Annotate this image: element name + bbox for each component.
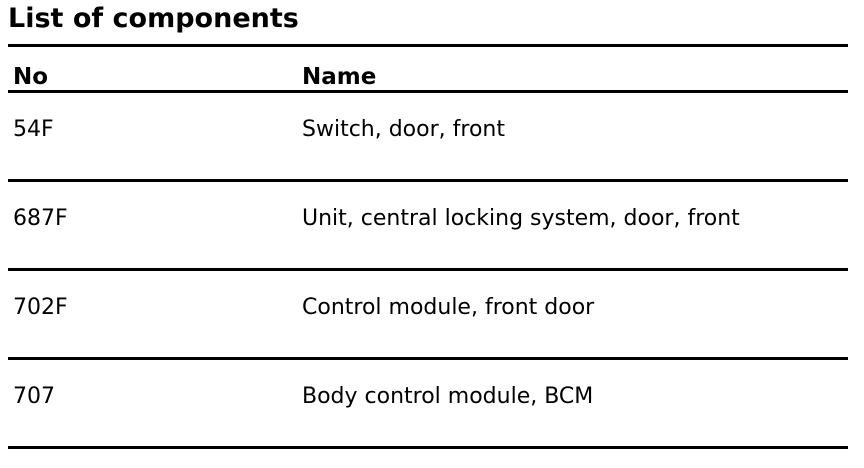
table-top-rule <box>8 44 848 47</box>
component-name: Control module, front door <box>302 295 595 320</box>
component-number: 687F <box>13 206 68 231</box>
row-divider <box>8 357 848 360</box>
page-title: List of components <box>8 3 299 34</box>
table-header-row: No Name <box>8 47 848 90</box>
column-header-name: Name <box>302 64 377 90</box>
component-name: Switch, door, front <box>302 117 505 142</box>
header-rule <box>8 90 848 93</box>
table-row: 702F Control module, front door <box>8 271 848 357</box>
table-row: 687F Unit, central locking system, door,… <box>8 182 848 268</box>
row-divider <box>8 179 848 182</box>
component-name: Body control module, BCM <box>302 384 594 409</box>
column-header-no: No <box>13 64 49 90</box>
component-number: 702F <box>13 295 68 320</box>
components-table: No Name 54F Switch, door, front 687F Uni… <box>8 44 848 449</box>
table-row: 707 Body control module, BCM <box>8 360 848 446</box>
component-name: Unit, central locking system, door, fron… <box>302 206 740 231</box>
table-bottom-rule <box>8 446 848 449</box>
component-number: 54F <box>13 117 54 142</box>
component-number: 707 <box>13 384 55 409</box>
table-row: 54F Switch, door, front <box>8 93 848 179</box>
row-divider <box>8 268 848 271</box>
